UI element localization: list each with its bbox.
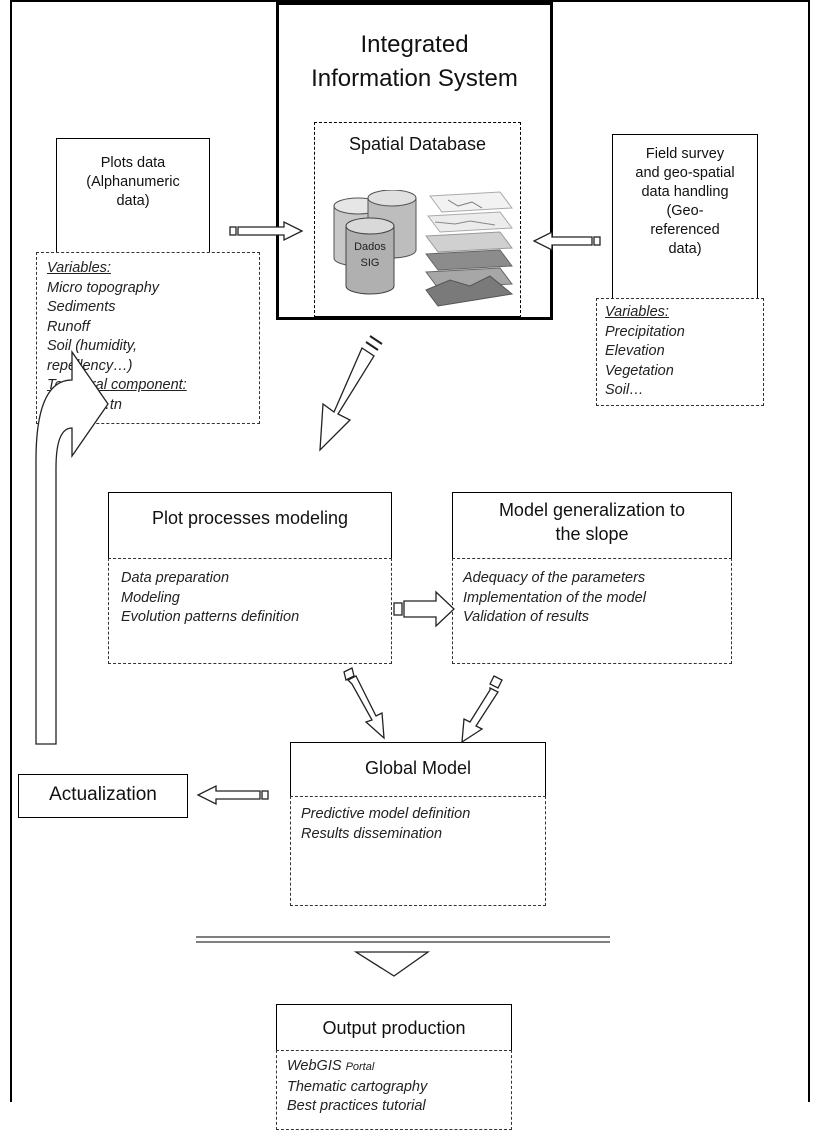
plot-processes-box bbox=[108, 492, 392, 560]
output-production-items-box: WebGIS Portal Thematic cartography Best … bbox=[276, 1050, 512, 1130]
spatial-database-title: Spatial Database bbox=[348, 134, 487, 154]
iis-line-2: Information System bbox=[311, 65, 518, 92]
global-model-items-box: Predictive model definition Results diss… bbox=[290, 796, 546, 906]
field-survey-title: Field survey and geo-spatial data handli… bbox=[612, 145, 758, 259]
cylinder-label-1: Dados bbox=[354, 241, 386, 253]
field-title-line-6: data) bbox=[668, 241, 702, 257]
field-variables-heading: Variables: bbox=[605, 304, 669, 320]
global-model-title: Global Model bbox=[364, 758, 472, 778]
output-item-main: WebGIS bbox=[287, 1058, 342, 1074]
plots-title-line-3: data) bbox=[116, 193, 150, 209]
model-generalization-title-line-2: the slope bbox=[555, 524, 629, 544]
actualization-box bbox=[18, 774, 188, 818]
output-production-title: Output production bbox=[322, 1018, 466, 1038]
global-model-box bbox=[290, 742, 546, 798]
model-generalization-item: Adequacy of the parameters bbox=[463, 570, 646, 586]
plots-title-line-1: Plots data bbox=[100, 155, 166, 171]
model-generalization-title: Model generalization to the slope bbox=[452, 498, 732, 546]
database-cylinders-icon: Dados SIG bbox=[333, 190, 417, 295]
output-item-small: Portal bbox=[345, 1061, 375, 1073]
output-production-box bbox=[276, 1004, 512, 1052]
model-generalization-title-line-1: Model generalization to bbox=[498, 500, 686, 520]
field-variable: Precipitation bbox=[605, 323, 685, 340]
field-variable: Vegetation bbox=[605, 362, 674, 379]
field-variables-box: Variables: Precipitation Elevation Veget… bbox=[596, 298, 764, 406]
model-generalization-items-box: Adequacy of the parameters Implementatio… bbox=[452, 558, 732, 664]
plots-data-title: Plots data (Alphanumeric data) bbox=[56, 154, 210, 211]
iis-line-1: Integrated bbox=[360, 31, 469, 58]
plots-title-line-2: (Alphanumeric bbox=[86, 174, 180, 190]
cylinder-label-2: SIG bbox=[361, 257, 380, 269]
gis-layers-icon bbox=[425, 191, 514, 307]
plot-processes-items-box: Data preparation Modeling Evolution patt… bbox=[108, 558, 392, 664]
global-model-item: Results dissemination bbox=[301, 825, 443, 842]
database-illustration: Dados SIG bbox=[333, 190, 514, 307]
diagram-frame bbox=[10, 0, 810, 1102]
integrated-information-system-title: Integrated Information System bbox=[279, 28, 550, 96]
field-title-line-4: (Geo- bbox=[666, 203, 704, 219]
model-generalization-item: Validation of results bbox=[463, 609, 590, 625]
output-item: Thematic cartography bbox=[287, 1078, 428, 1095]
field-title-line-1: Field survey bbox=[645, 146, 725, 162]
field-survey-box bbox=[612, 134, 758, 300]
plots-variable: Runoff bbox=[47, 318, 90, 335]
field-title-line-3: data handling bbox=[641, 184, 729, 200]
global-model-item: Predictive model definition bbox=[301, 806, 471, 822]
plots-variables-heading: Variables: bbox=[47, 260, 111, 276]
plots-variables-box: Variables: Micro topography Sediments Ru… bbox=[36, 252, 260, 424]
field-title-line-5: referenced bbox=[650, 222, 720, 238]
plots-variable: Sediments bbox=[47, 299, 116, 315]
actualization-label: Actualization bbox=[49, 784, 157, 805]
plot-processes-item: Data preparation bbox=[121, 570, 230, 586]
model-generalization-item: Implementation of the model bbox=[463, 589, 646, 606]
temporal-component-value: t1;t2;t3;…tn bbox=[47, 396, 122, 413]
temporal-component-heading: Temporal component: bbox=[47, 377, 187, 393]
plots-variable: Soil (humidity, bbox=[47, 338, 137, 354]
plots-variable: repellency…) bbox=[47, 357, 133, 374]
plots-variable: Micro topography bbox=[47, 279, 160, 296]
output-item: WebGIS Portal bbox=[287, 1057, 511, 1078]
field-variable: Elevation bbox=[605, 343, 665, 359]
field-title-line-2: and geo-spatial bbox=[635, 165, 735, 181]
plot-processes-item: Evolution patterns definition bbox=[121, 609, 300, 625]
plot-processes-item: Modeling bbox=[121, 589, 180, 606]
output-item: Best practices tutorial bbox=[287, 1098, 426, 1114]
field-variable: Soil… bbox=[605, 382, 644, 398]
plot-processes-title: Plot processes modeling bbox=[151, 508, 349, 528]
